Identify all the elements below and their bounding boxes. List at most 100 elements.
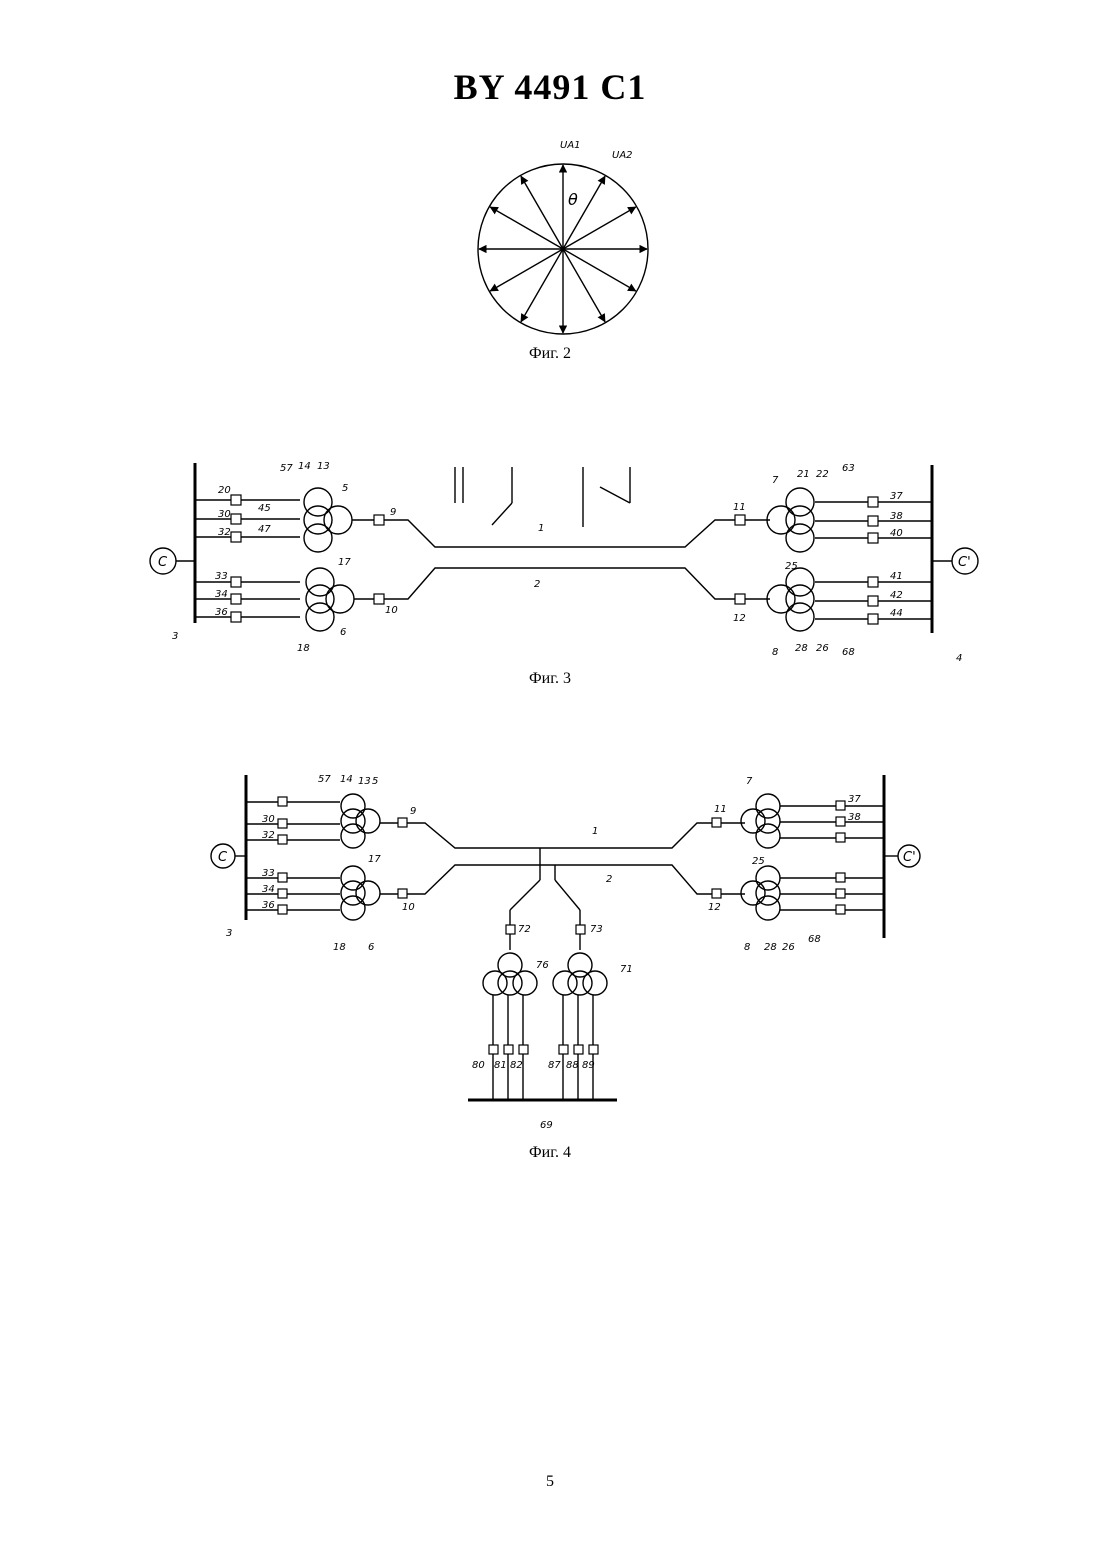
svg-text:28: 28 xyxy=(764,942,777,953)
svg-text:42: 42 xyxy=(890,590,903,601)
svg-text:17: 17 xyxy=(338,557,351,568)
fig3-caption: Фиг. 3 xyxy=(0,670,1100,688)
svg-text:14: 14 xyxy=(298,461,311,472)
fig3-line-1 xyxy=(384,520,735,547)
document-number: BY 4491 C1 xyxy=(0,66,1100,108)
svg-text:72: 72 xyxy=(518,924,531,935)
svg-text:63: 63 xyxy=(842,463,855,474)
svg-text:68: 68 xyxy=(808,934,821,945)
fig3-right-transformer-1 xyxy=(767,488,814,552)
svg-text:38: 38 xyxy=(848,812,861,823)
svg-text:5: 5 xyxy=(372,776,378,787)
fig3-right-feeders xyxy=(815,497,932,624)
fig3-line-2-label: 2 xyxy=(534,579,540,590)
svg-text:3: 3 xyxy=(172,631,178,642)
svg-text:12: 12 xyxy=(708,902,721,913)
svg-text:4: 4 xyxy=(956,653,962,664)
svg-text:6: 6 xyxy=(340,627,346,638)
fig4-caption: Фиг. 4 xyxy=(0,1144,1100,1162)
svg-text:26: 26 xyxy=(816,643,829,654)
fig3-line-1-label: 1 xyxy=(538,523,544,534)
svg-text:12: 12 xyxy=(733,613,746,624)
svg-text:20: 20 xyxy=(218,485,231,496)
svg-text:36: 36 xyxy=(215,607,228,618)
fig4-circuit-diagram: C 1 2 C' xyxy=(0,770,1100,1130)
svg-text:7: 7 xyxy=(746,776,753,787)
fig3-line-2 xyxy=(384,568,735,599)
fig3-right-transformer-2 xyxy=(767,568,814,631)
svg-text:10: 10 xyxy=(402,902,415,913)
svg-text:17: 17 xyxy=(368,854,381,865)
svg-text:57: 57 xyxy=(280,463,293,474)
fig4-right-source-label: C' xyxy=(903,850,916,865)
svg-text:68: 68 xyxy=(842,647,855,658)
fig2-vector xyxy=(490,249,563,291)
fig3-left-source-label: C xyxy=(158,555,168,570)
fig2-phasor-diagram: UA1 UA2 θ xyxy=(0,130,1100,340)
fig4-line-2 xyxy=(407,865,712,894)
svg-text:11: 11 xyxy=(714,804,727,815)
svg-text:36: 36 xyxy=(262,900,275,911)
svg-text:82: 82 xyxy=(510,1060,523,1071)
svg-text:45: 45 xyxy=(258,503,271,514)
fig2-vector xyxy=(563,207,636,249)
svg-text:3: 3 xyxy=(226,928,232,939)
fig3-phasor-sketches xyxy=(455,467,630,527)
svg-text:28: 28 xyxy=(795,643,808,654)
svg-text:21: 21 xyxy=(797,469,810,480)
fig2-vector xyxy=(521,176,563,249)
fig4-reference-numerals: 30 32 33 34 36 57 14 13 5 17 18 6 9 10 1… xyxy=(226,774,861,1131)
page-number: 5 xyxy=(0,1473,1100,1491)
fig3-left-transformer-1 xyxy=(304,488,352,552)
fig4-left-source-label: C xyxy=(218,850,228,865)
svg-text:8: 8 xyxy=(772,647,778,658)
svg-text:8: 8 xyxy=(744,942,750,953)
svg-text:34: 34 xyxy=(262,884,275,895)
svg-text:71: 71 xyxy=(620,964,633,975)
svg-text:89: 89 xyxy=(582,1060,595,1071)
fig4-left-feeders xyxy=(246,797,340,914)
svg-text:38: 38 xyxy=(890,511,903,522)
svg-text:22: 22 xyxy=(816,469,829,480)
svg-text:73: 73 xyxy=(590,924,603,935)
fig4-bottom-feeders xyxy=(489,995,598,1100)
fig3-left-transformer-2 xyxy=(306,568,354,631)
svg-text:5: 5 xyxy=(342,483,348,494)
fig4-right-feeders xyxy=(780,801,884,914)
svg-text:33: 33 xyxy=(215,571,228,582)
svg-text:33: 33 xyxy=(262,868,275,879)
svg-text:6: 6 xyxy=(368,942,374,953)
fig2-vector xyxy=(563,249,636,291)
svg-text:76: 76 xyxy=(536,960,549,971)
svg-text:7: 7 xyxy=(772,475,779,486)
fig2-vector xyxy=(521,249,563,322)
fig3-circuit-diagram: C 1 2 xyxy=(0,455,1100,670)
svg-text:9: 9 xyxy=(390,507,396,518)
fig2-caption: Фиг. 2 xyxy=(0,345,1100,363)
fig3-reference-numerals: 20 30 32 33 34 36 45 47 57 14 13 5 17 18… xyxy=(172,461,962,664)
svg-text:32: 32 xyxy=(218,527,231,538)
fig2-label-ua1: UA1 xyxy=(560,140,581,151)
svg-text:37: 37 xyxy=(890,491,903,502)
svg-text:47: 47 xyxy=(258,524,271,535)
fig4-line-2-label: 2 xyxy=(606,874,612,885)
svg-text:81: 81 xyxy=(494,1060,507,1071)
svg-text:10: 10 xyxy=(385,605,398,616)
svg-text:25: 25 xyxy=(752,856,765,867)
svg-text:44: 44 xyxy=(890,608,903,619)
svg-text:30: 30 xyxy=(218,509,231,520)
svg-text:30: 30 xyxy=(262,814,275,825)
fig2-vector xyxy=(563,176,605,249)
fig3-right-source-label: C' xyxy=(958,555,971,570)
fig2-vector xyxy=(490,207,563,249)
fig4-line-1-label: 1 xyxy=(592,826,598,837)
fig3-left-feeders xyxy=(195,495,300,622)
svg-text:41: 41 xyxy=(890,571,903,582)
svg-text:11: 11 xyxy=(733,502,746,513)
svg-text:37: 37 xyxy=(848,794,861,805)
svg-text:18: 18 xyxy=(297,643,310,654)
fig2-label-theta: θ xyxy=(568,190,578,209)
svg-text:87: 87 xyxy=(548,1060,561,1071)
svg-text:25: 25 xyxy=(785,561,798,572)
svg-text:13: 13 xyxy=(358,776,371,787)
